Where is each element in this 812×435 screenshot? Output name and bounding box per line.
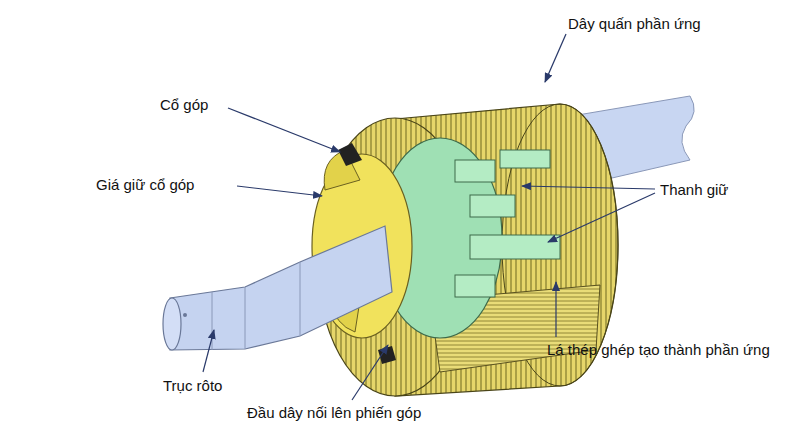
rotor-shaft (170, 226, 392, 350)
shaft-end-face (163, 298, 181, 350)
part-label: Lá thép ghép tạo thành phần ứng (547, 340, 772, 359)
part-label: Cổ góp (160, 95, 208, 114)
part-label: Đầu dây nối lên phiến góp (247, 403, 421, 422)
commutator-segment (338, 143, 362, 166)
retaining-bar-blocks (455, 150, 560, 297)
part-label: Trục rôto (163, 376, 222, 395)
part-label: Thanh giữ (660, 180, 728, 199)
shaft-hole (183, 313, 187, 317)
commutator-segment (378, 346, 396, 364)
part-label: Dây quấn phần ứng (568, 14, 701, 33)
part-label: Giá giữ cổ góp (96, 175, 194, 194)
shaft-steps (212, 262, 300, 350)
